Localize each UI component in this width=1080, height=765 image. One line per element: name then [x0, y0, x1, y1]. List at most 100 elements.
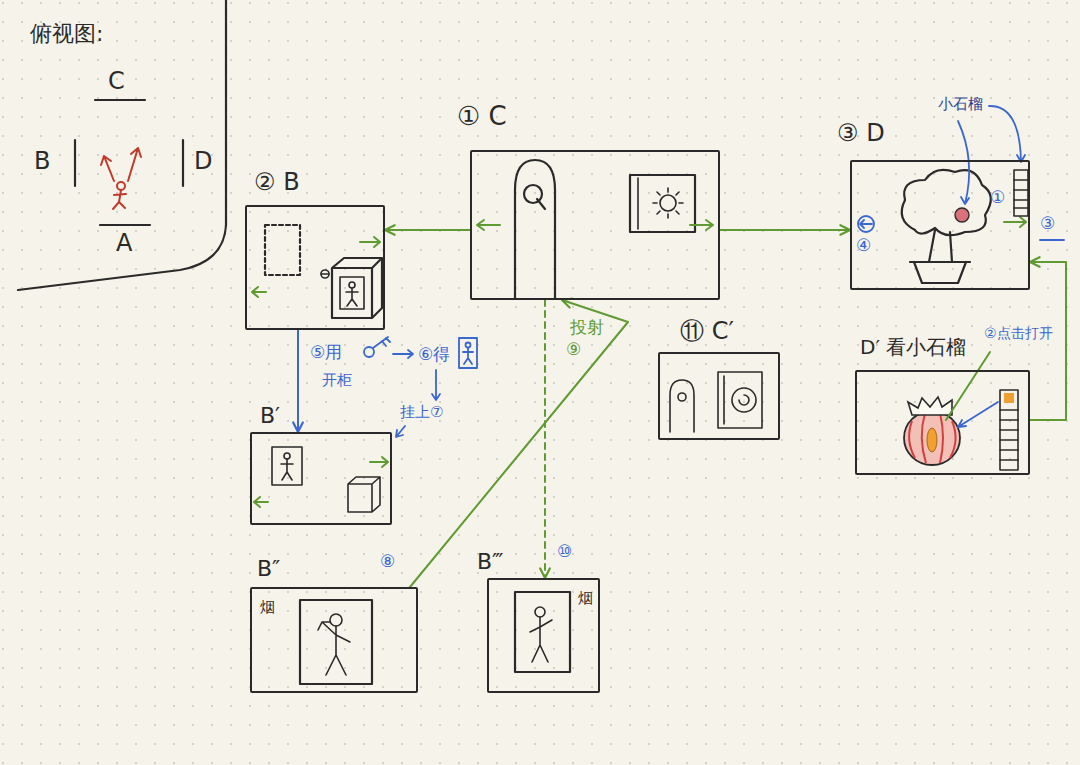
ladder-sketch: [1014, 170, 1028, 216]
safe-sketch: [346, 288, 358, 306]
safe-sketch: [321, 270, 329, 278]
blue-annotation: [1040, 239, 1064, 241]
callout-number: ⑨: [566, 340, 581, 359]
window-sketch: [630, 175, 695, 232]
scene-box: D′ 看小石榴: [855, 370, 1030, 475]
exit-arrow: [252, 287, 266, 297]
pomegranate-sketch: [909, 413, 955, 463]
step-note: 开柜: [322, 372, 352, 389]
callout-number: ⑩: [557, 542, 572, 561]
key-note-sketch: [373, 337, 390, 348]
blue-annotation: [958, 121, 969, 204]
edge-label: 投射: [568, 318, 606, 337]
picture-sketch: [281, 459, 293, 480]
key-note-sketch: [463, 348, 473, 364]
scene-box: ⑪ C′: [658, 352, 780, 440]
view-panel: 俯视图:: [30, 22, 103, 46]
player-figure: [101, 148, 141, 209]
picture-sketch: [300, 600, 372, 684]
direction-label: A: [116, 230, 132, 256]
top-view-panel: [18, 0, 226, 290]
scene-box: B‴烟: [487, 578, 600, 693]
exit-arrow: [477, 220, 500, 230]
ladder-sketch: [1000, 410, 1018, 460]
scene-box: ② B: [245, 205, 385, 330]
smoke-note: 烟: [578, 590, 593, 607]
flow-arrow: [720, 229, 850, 231]
key-note-sketch: [393, 350, 413, 358]
blue-annotation: [858, 106, 1064, 240]
window-sketch: [660, 195, 676, 211]
pomegranate-sketch: [927, 428, 937, 452]
blue-annotation: [860, 220, 872, 228]
callout-number: ⑧: [380, 552, 395, 571]
pomegranate-sketch: [908, 397, 952, 415]
step-note: 挂上⑦: [400, 404, 443, 421]
picture-sketch: [284, 453, 290, 459]
smoke-note: 烟: [260, 599, 275, 616]
picture-sketch: [739, 395, 749, 405]
ladder-sketch: [958, 402, 998, 427]
safe-sketch: [321, 273, 329, 275]
safe-sketch: [332, 258, 382, 318]
picture-sketch: [272, 372, 762, 684]
callout-number: ③: [1040, 214, 1055, 233]
scene-heading: ② B: [254, 169, 300, 195]
picture-sketch: [530, 617, 552, 662]
tree-sketch: [929, 230, 952, 262]
key-note-sketch: [432, 370, 440, 400]
picture-sketch: [348, 477, 380, 512]
blue-annotation: [858, 216, 874, 232]
picture-sketch: [272, 447, 302, 485]
pomegranate-sketch: [904, 397, 960, 465]
ladder-sketch: [1014, 180, 1028, 208]
door-sketch: [515, 160, 555, 298]
player-figure: [113, 190, 126, 209]
panel-title: 俯视图:: [30, 22, 103, 46]
direction-label: D: [194, 148, 212, 174]
scene-heading: D′ 看小石榴: [860, 336, 966, 358]
top-view-panel: [75, 100, 183, 225]
step-note: ⑥得: [418, 345, 450, 364]
scene-heading: ① C: [457, 102, 507, 131]
scene-box: ③ D: [850, 160, 1030, 290]
safe-sketch: [349, 282, 355, 288]
ladder-sketch: [946, 352, 990, 420]
player-figure: [128, 148, 141, 181]
picture-sketch: [732, 388, 756, 412]
exit-arrow: [1004, 217, 1026, 227]
scene-heading: B″: [257, 557, 280, 581]
picture-sketch: [535, 607, 545, 617]
exit-arrow: [690, 220, 713, 230]
key-note-sketch: [466, 343, 471, 348]
blue-annotation: [989, 106, 1025, 162]
tree-sketch: [910, 262, 970, 283]
direction-label: B: [34, 148, 50, 174]
window-sketch: [630, 175, 695, 232]
ladder-sketch: [1000, 390, 1018, 470]
step-note: ②点击打开: [984, 326, 1053, 341]
tree-sketch: [902, 170, 991, 283]
flow-arrow: [410, 300, 628, 587]
safe-sketch: [340, 277, 364, 309]
player-figure: [101, 156, 114, 181]
exit-arrow: [370, 457, 388, 467]
safe-sketch: [265, 225, 382, 318]
flow-arrow: [544, 300, 546, 578]
scene-heading: B′: [260, 404, 280, 428]
scene-heading: ⑪ C′: [680, 318, 734, 344]
picture-sketch: [318, 622, 350, 675]
key-note-sketch: [364, 337, 477, 437]
picture-sketch: [678, 393, 686, 401]
tree-sketch: [955, 208, 969, 222]
picture-sketch: [330, 614, 342, 626]
step-note: ⑤用: [310, 343, 342, 362]
door-sketch: [515, 160, 555, 298]
scene-box: ① C: [470, 150, 720, 300]
flow-arrow: [297, 330, 299, 432]
flow-arrow: [385, 229, 470, 231]
